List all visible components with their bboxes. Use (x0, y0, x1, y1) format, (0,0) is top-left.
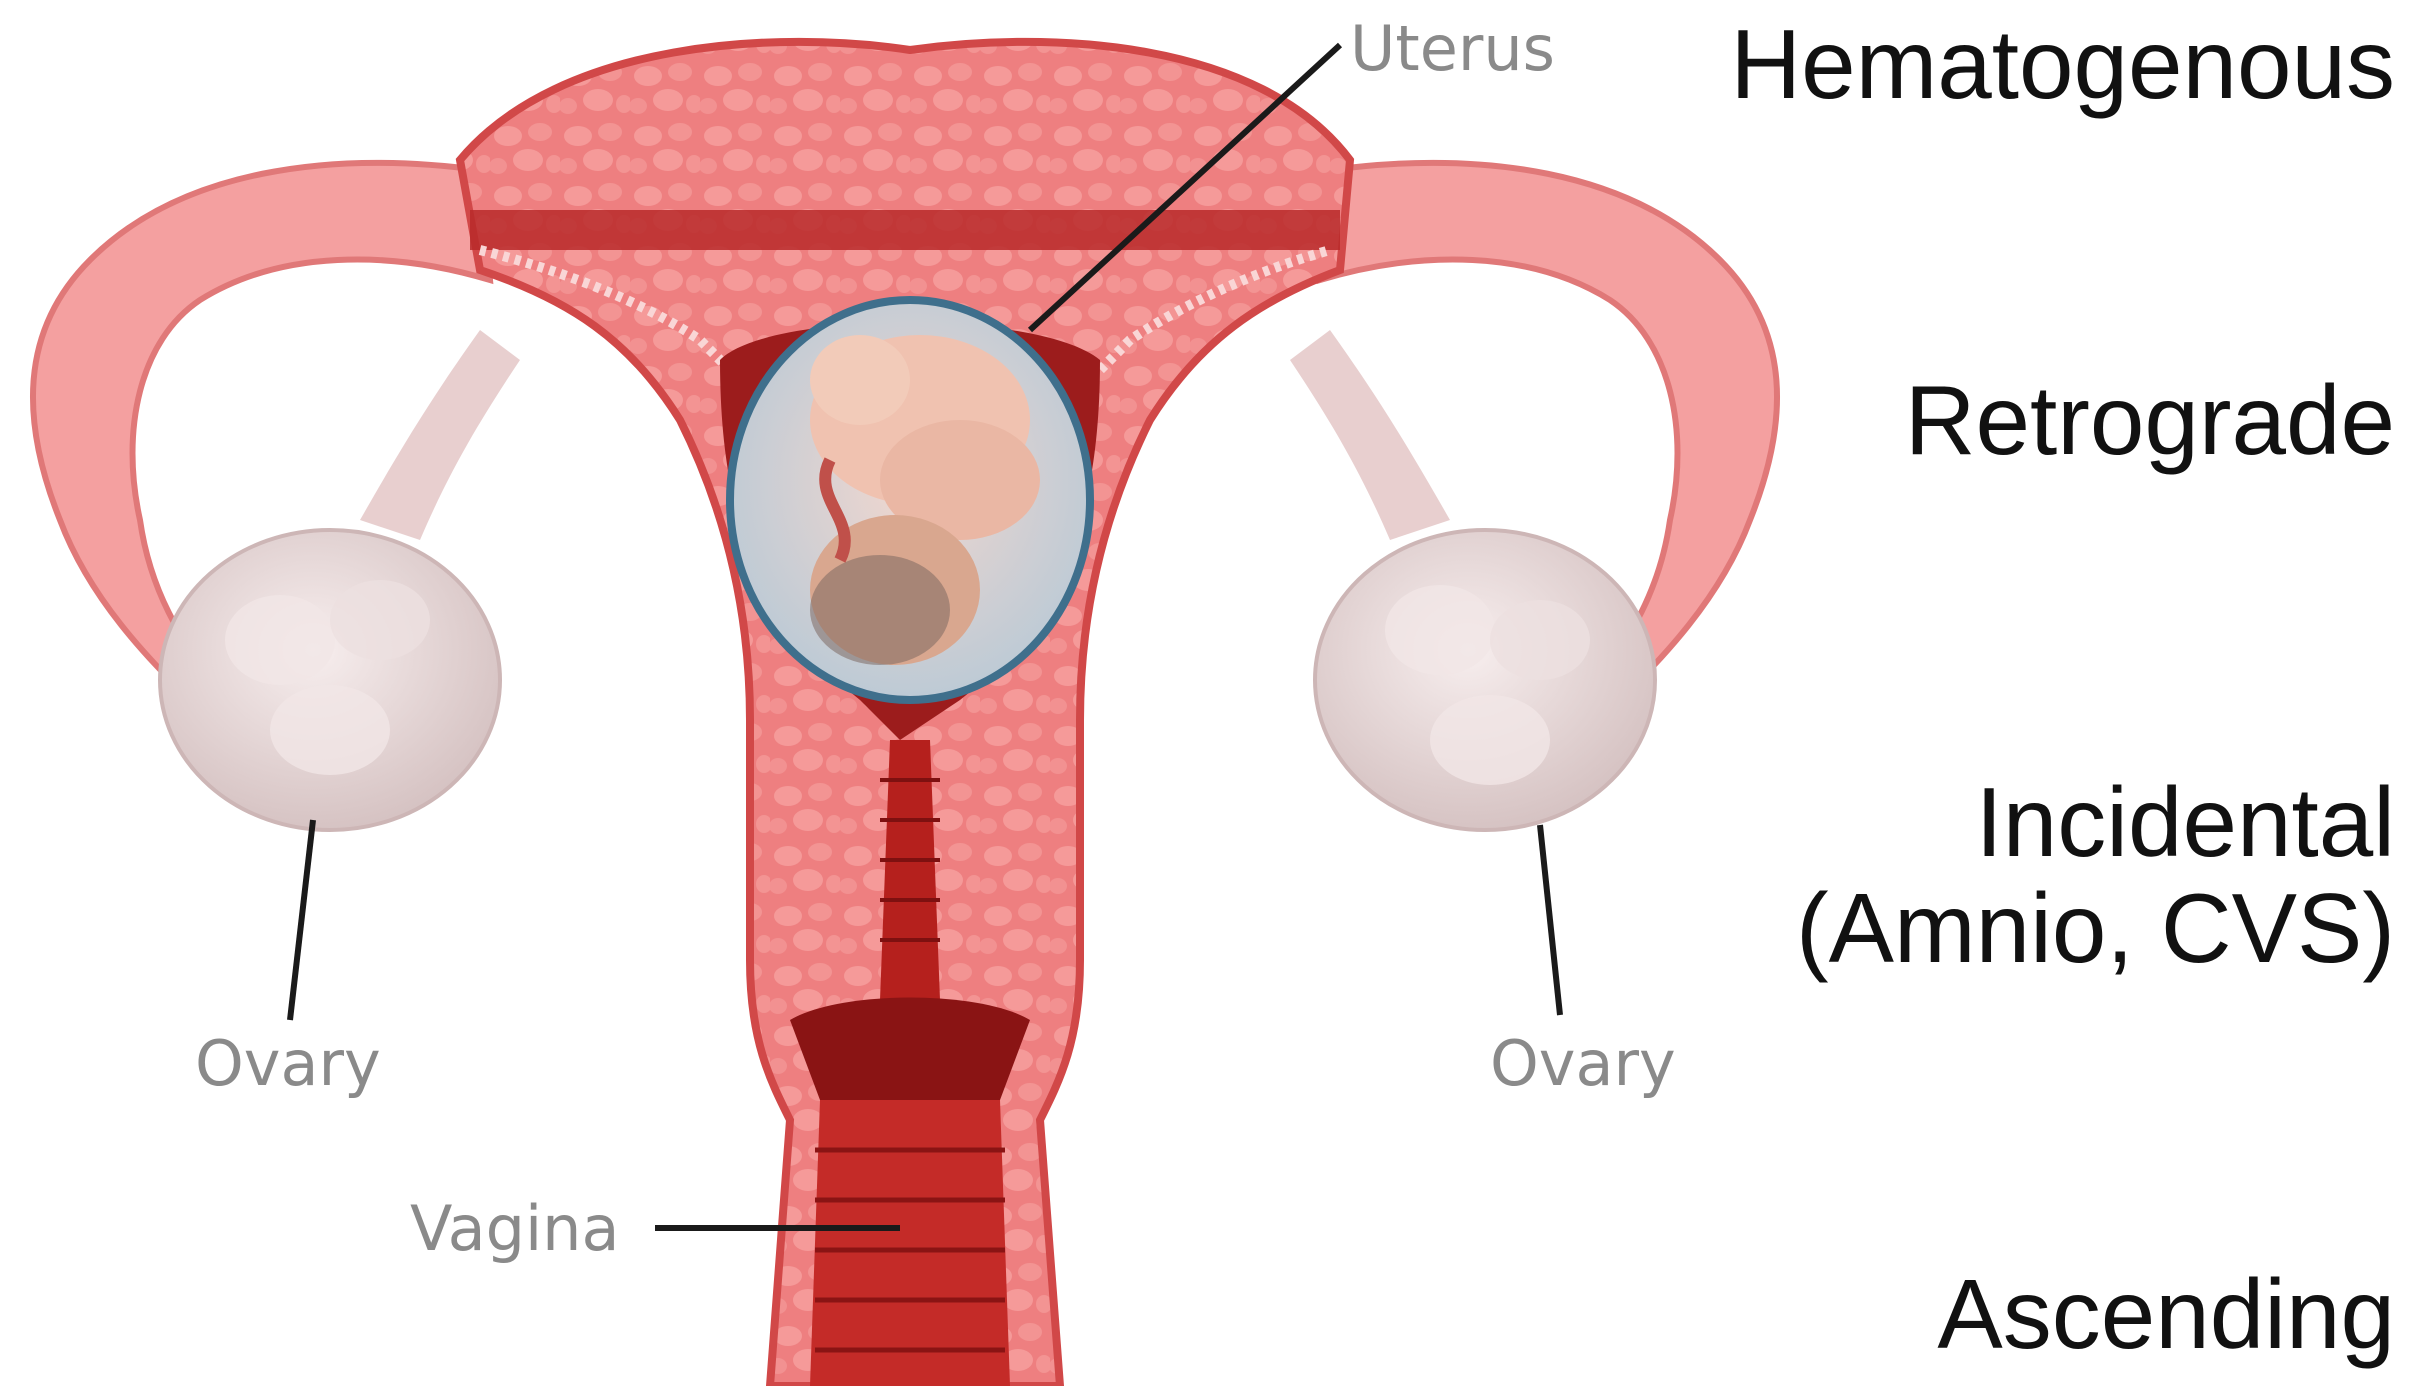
route-incidental-detail: (Amnio, CVS) (1796, 876, 2395, 982)
left-ovary-label: Ovary (195, 1027, 381, 1100)
left-ovarian-ligament (360, 330, 520, 540)
right-ovary (1315, 530, 1655, 830)
vagina-label: Vagina (410, 1192, 619, 1265)
route-incidental: Incidental (1975, 770, 2395, 876)
vaginal-fornix (790, 998, 1030, 1101)
right-ovary-leader-line (1540, 825, 1560, 1015)
route-retrograde: Retrograde (1905, 368, 2395, 474)
left-ovary (160, 530, 500, 830)
right-ovarian-ligament (1290, 330, 1450, 540)
right-ovary-label: Ovary (1490, 1027, 1676, 1100)
vaginal-canal (810, 1100, 1010, 1386)
left-ovary-leader-line (290, 820, 313, 1020)
route-hematogenous: Hematogenous (1730, 12, 2395, 118)
uterine-fundus (470, 210, 1340, 250)
uterus-label: Uterus (1350, 12, 1555, 85)
route-ascending: Ascending (1937, 1262, 2395, 1368)
